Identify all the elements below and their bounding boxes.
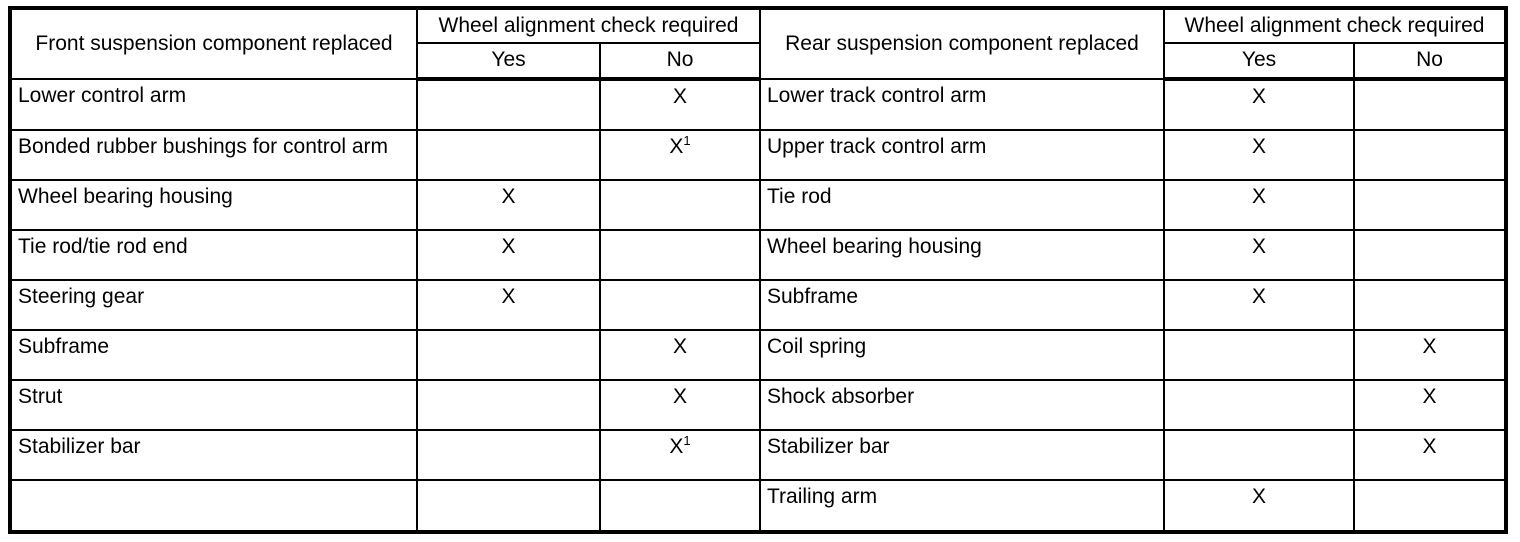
- cell-front-no: X1: [599, 429, 761, 482]
- cell-front-component: Steering gear: [9, 279, 418, 332]
- cell-rear-yes: [1163, 429, 1355, 482]
- cell-front-yes: [416, 77, 601, 132]
- cell-front-component: Wheel bearing housing: [9, 179, 418, 232]
- cell-front-component: Strut: [9, 379, 418, 432]
- footnote-marker: 1: [683, 133, 691, 149]
- cell-front-no: X1: [599, 129, 761, 182]
- header-front-wheel-alignment-check-required: Wheel alignment check required: [416, 6, 761, 45]
- cell-rear-yes: X: [1163, 179, 1355, 232]
- cell-front-component: [9, 479, 418, 533]
- cell-rear-no: [1353, 279, 1507, 332]
- cell-rear-no: [1353, 229, 1507, 282]
- cell-rear-yes: X: [1163, 229, 1355, 282]
- cell-front-no: X: [599, 329, 761, 382]
- cell-rear-yes: [1163, 329, 1355, 382]
- cell-rear-component: Upper track control arm: [759, 129, 1165, 182]
- cell-front-yes: [416, 329, 601, 382]
- cell-front-yes: X: [416, 179, 601, 232]
- footnote-marker: 1: [683, 433, 691, 449]
- header-group-row: Front suspension component replaced Whee…: [9, 6, 1507, 80]
- cell-front-component: Subframe: [9, 329, 418, 382]
- header-front-no: No: [599, 42, 761, 81]
- cell-rear-component: Wheel bearing housing: [759, 229, 1165, 282]
- header-rear-suspension-component-replaced: Rear suspension component replaced: [759, 7, 1165, 80]
- table-header: Front suspension component replaced Whee…: [9, 6, 1507, 81]
- alignment-table-container: Front suspension component replaced Whee…: [8, 6, 1508, 534]
- wheel-alignment-check-table: Front suspension component replaced Whee…: [8, 6, 1508, 534]
- cell-front-yes: X: [416, 279, 601, 332]
- cell-front-no: [599, 479, 761, 533]
- cell-front-component: Stabilizer bar: [9, 429, 418, 482]
- cell-rear-no: [1353, 179, 1507, 232]
- cell-rear-yes: X: [1163, 77, 1355, 132]
- header-yesno-row: Yes No Yes No: [10, 42, 1507, 81]
- cell-rear-component: Stabilizer bar: [759, 429, 1165, 482]
- cell-rear-no: [1353, 479, 1507, 533]
- cell-front-yes: X: [416, 229, 601, 282]
- cell-rear-component: Shock absorber: [759, 379, 1165, 432]
- cell-front-yes: [416, 129, 601, 182]
- cell-rear-no: X: [1353, 379, 1507, 432]
- cell-rear-no: [1353, 129, 1507, 182]
- cell-rear-component: Trailing arm: [759, 479, 1165, 533]
- cell-front-component: Lower control arm: [9, 77, 418, 132]
- cell-rear-yes: X: [1163, 479, 1355, 533]
- cell-rear-yes: [1163, 379, 1355, 432]
- cell-front-component: Tie rod/tie rod end: [9, 229, 418, 282]
- header-rear-wheel-alignment-check-required: Wheel alignment check required: [1163, 6, 1507, 45]
- cell-rear-no: [1353, 77, 1507, 132]
- cell-rear-component: Coil spring: [759, 329, 1165, 382]
- cell-rear-yes: X: [1163, 129, 1355, 182]
- cell-front-no: X: [599, 379, 761, 432]
- cell-rear-no: X: [1353, 329, 1507, 382]
- cell-rear-yes: X: [1163, 279, 1355, 332]
- cell-front-no: [599, 179, 761, 232]
- cell-rear-component: Subframe: [759, 279, 1165, 332]
- cell-front-no: X: [599, 77, 761, 132]
- cell-rear-component: Lower track control arm: [759, 77, 1165, 132]
- cell-front-no: [599, 279, 761, 332]
- cell-rear-component: Tie rod: [759, 179, 1165, 232]
- cell-front-yes: [416, 479, 601, 533]
- header-front-suspension-component-replaced: Front suspension component replaced: [9, 7, 418, 80]
- cell-front-no: [599, 229, 761, 282]
- cell-front-yes: [416, 379, 601, 432]
- header-rear-no: No: [1353, 42, 1507, 81]
- header-front-yes: Yes: [416, 42, 601, 81]
- header-rear-yes: Yes: [1163, 42, 1355, 81]
- cell-front-component: Bonded rubber bushings for control arm: [9, 129, 418, 182]
- cell-rear-no: X: [1353, 429, 1507, 482]
- cell-front-yes: [416, 429, 601, 482]
